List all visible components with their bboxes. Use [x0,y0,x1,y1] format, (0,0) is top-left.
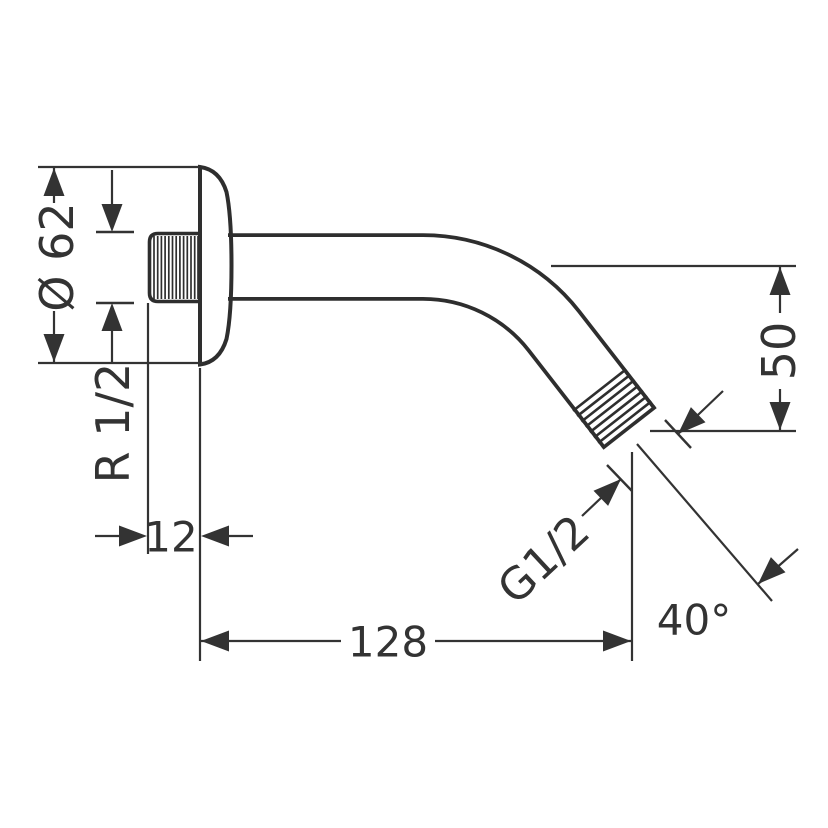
dim-label-flange-diameter: Ø 62 [30,202,84,311]
annotation-outlet-angle: 40° [636,443,799,645]
dim-label-drop-height: 50 [752,322,806,381]
wall-thread-nipple [147,231,200,304]
arrowhead-left [201,630,229,652]
thread-line [588,389,644,434]
dim-wall-offset: 12 [95,303,253,661]
shower-arm-body [228,233,656,449]
dim-flange-diameter: Ø 62 [30,165,203,365]
arrowhead-up [101,303,123,331]
arrowhead-right [603,630,631,652]
outlet-end-face [601,405,657,450]
dim-wall-thread: R 1/2 [86,170,140,483]
thread-line [593,394,649,439]
text-backing [341,623,435,659]
arrowhead-down [43,334,65,362]
thread-line [584,384,640,428]
dim-label-outlet-thread: G1/2 [488,506,600,615]
wall-flange [198,164,234,367]
outlet-thread-tick [606,464,633,492]
arrowhead-left [201,525,229,547]
thread-line [597,400,653,445]
outlet-axis-line [636,443,773,602]
arrowhead-right [119,525,147,547]
dim-label-wall-offset: 12 [144,513,197,562]
thread-line [580,378,636,423]
dim-label-arm-length: 128 [348,618,428,667]
thread-line [576,373,632,418]
arrowhead-up [769,267,791,295]
arrowhead-down-left [678,407,706,434]
arrowhead-up-right [593,479,621,506]
dim-drop-height: 50 [551,264,806,449]
nipple-thread-hatching [153,236,199,299]
arrowhead-up [43,168,65,196]
nipple-outline [147,231,200,304]
outlet-thread-hatching [572,368,657,450]
thread-line [572,368,628,412]
dim-label-outlet-angle: 40° [657,596,731,645]
dim-label-wall-thread: R 1/2 [86,363,140,484]
dim-arm-length: 128 [201,452,634,667]
arm-tube-inner-white [228,237,653,446]
arrowhead-down [769,402,791,430]
text-backing [755,313,803,389]
arrowhead-down-left [758,557,786,584]
annotation-outlet-thread: G1/2 [488,464,633,615]
text-backing [32,203,82,311]
arrowhead-down [101,204,123,232]
